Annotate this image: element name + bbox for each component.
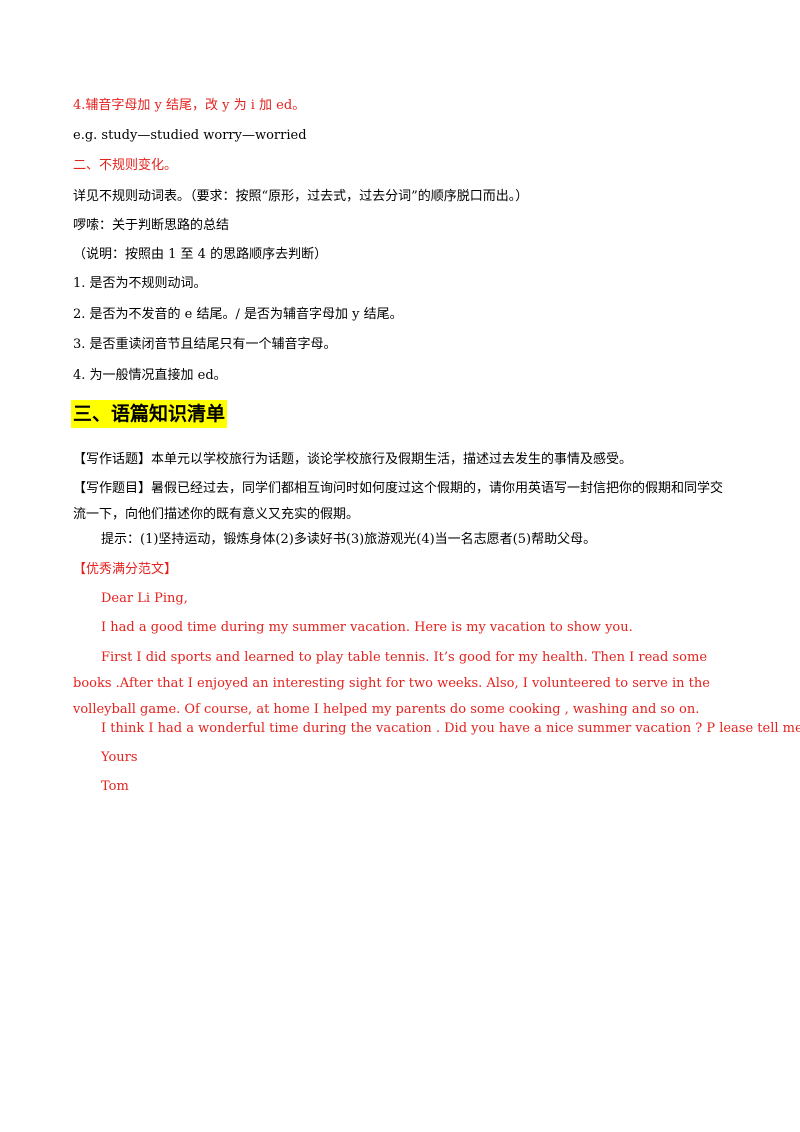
rule-4: 4.辅音字母加 y 结尾，改 y 为 i 加 ed。 <box>73 98 306 113</box>
writing-hints: 提示：(1)坚持运动，锻炼身体(2)多读好书(3)旅游观光(4)当一名志愿者(5… <box>101 532 597 547</box>
letter-greeting: Dear Li Ping, <box>101 591 188 606</box>
step-item: 2. 是否为不发音的 e 结尾。/ 是否为辅音字母加 y 结尾。 <box>73 307 403 322</box>
sample-title: 【优秀满分范文】 <box>73 562 178 577</box>
letter-paragraph-1: I had a good time during my summer vacat… <box>101 620 633 635</box>
letter-closing: Yours <box>101 750 138 765</box>
step-item: 4. 为一般情况直接加 ed。 <box>73 368 227 383</box>
letter-paragraph-2: First I did sports and learned to play t… <box>73 650 710 717</box>
writing-topic: 【写作话题】本单元以学校旅行为话题，谈论学校旅行及假期生活，描述过去发生的事情及… <box>73 452 633 467</box>
irregular-desc: 详见不规则动词表。（要求：按照“原形，过去式，过去分词”的顺序脱口而出。） <box>73 189 529 204</box>
step-item: 1. 是否为不规则动词。 <box>73 276 207 291</box>
summary-title: 啰嗦：关于判断思路的总结 <box>73 218 230 233</box>
summary-note: （说明：按照由 1 至 4 的思路顺序去判断） <box>73 247 328 262</box>
section-heading: 三、语篇知识清单 <box>71 400 228 428</box>
writing-prompt: 【写作题目】暑假已经过去，同学们都相互询问时如何度过这个假期的，请你用英语写一封… <box>73 481 724 522</box>
irregular-title: 二、不规则变化。 <box>73 158 178 173</box>
step-item: 3. 是否重读闭音节且结尾只有一个辅音字母。 <box>73 337 337 352</box>
example-line: e.g. study—studied worry—worried <box>73 128 307 143</box>
letter-paragraph-3: I think I had a wonderful time during th… <box>101 721 800 736</box>
letter-signature: Tom <box>101 779 129 794</box>
